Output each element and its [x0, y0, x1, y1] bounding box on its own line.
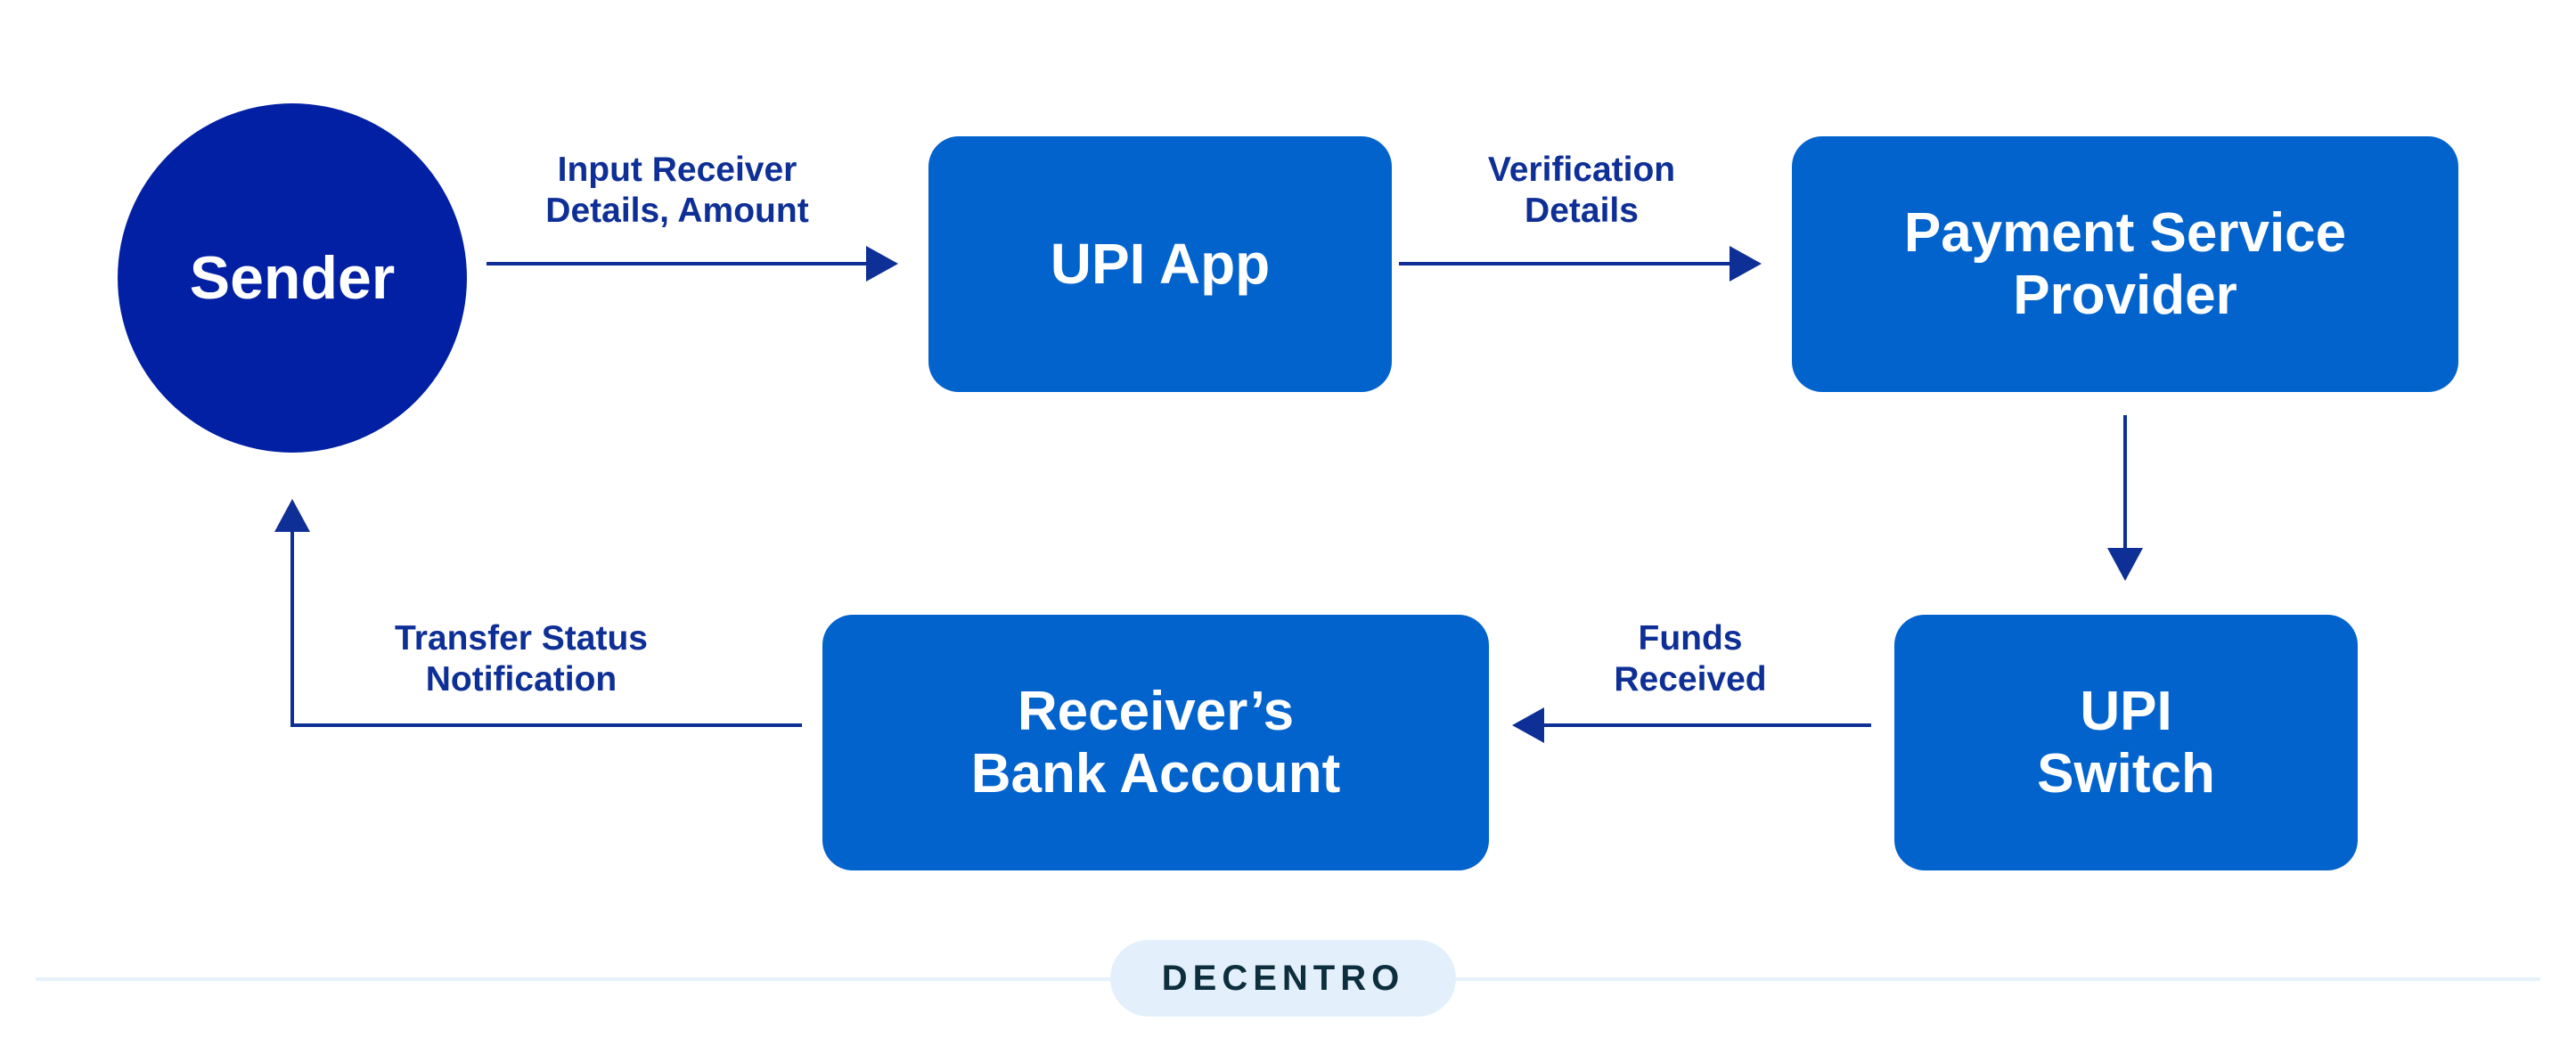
payment-service-provider-node: Payment Service Provider [1792, 136, 2458, 392]
edge-label-funds-received: Funds Received [1614, 619, 1767, 699]
edge-label-transfer-status: Transfer Status Notification [395, 619, 648, 699]
upi-app-node: UPI App [928, 136, 1392, 392]
arrowhead-bank-to-sender [274, 499, 310, 532]
brand-logo-text: DECENTRO [1161, 958, 1405, 998]
sender-label: Sender [189, 243, 396, 312]
upi-app-label: UPI App [1050, 231, 1271, 296]
upi-switch-label: UPI Switch [2037, 681, 2215, 805]
arrowhead-switch-to-bank [1512, 707, 1544, 743]
receiver-bank-label: Receiver’s Bank Account [970, 681, 1341, 805]
arrowhead-app-to-psp [1730, 246, 1762, 282]
sender-node: Sender [118, 103, 467, 453]
arrowhead-sender-to-app [866, 246, 898, 282]
brand-logo: DECENTRO [1110, 940, 1456, 1017]
edge-label-input-details: Input Receiver Details, Amount [545, 151, 809, 231]
receiver-bank-node: Receiver’s Bank Account [822, 615, 1489, 870]
arrowhead-psp-to-switch [2107, 548, 2143, 581]
psp-label: Payment Service Provider [1903, 202, 2347, 326]
upi-switch-node: UPI Switch [1894, 615, 2358, 870]
arrow-bank-to-sender [290, 529, 802, 727]
edge-label-verification: Verification Details [1487, 151, 1676, 231]
